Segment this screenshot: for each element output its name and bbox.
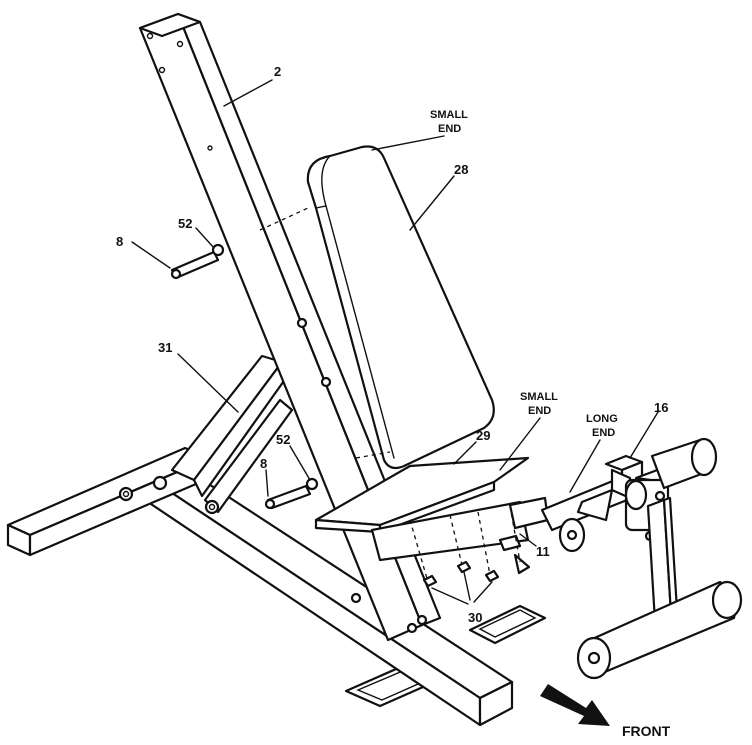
callout-29: 29 [476, 428, 490, 443]
bolt-8-upper [170, 250, 220, 280]
callout-2: 2 [274, 64, 281, 79]
back-pad-28 [306, 145, 495, 470]
lower-roller-pad [576, 580, 743, 680]
callout-52-lower: 52 [276, 432, 290, 447]
seat-bolts-30 [409, 505, 521, 605]
callout-8-lower: 8 [260, 456, 267, 471]
nut-52-upper [211, 243, 225, 257]
callout-28: 28 [454, 162, 468, 177]
leader-lines [131, 79, 659, 547]
upper-roller-pad [650, 437, 718, 490]
callout-31: 31 [158, 340, 172, 355]
nut-52-lower [305, 477, 319, 491]
small-end-note-1-line1: SMALL [430, 109, 468, 121]
callout-8-upper: 8 [116, 234, 123, 249]
back-pad-dash-lower [355, 451, 391, 459]
long-end-note-line2: END [592, 427, 615, 439]
callout-30: 30 [468, 610, 482, 625]
callout-11: 11 [536, 544, 550, 559]
front-label: FRONT [622, 723, 671, 739]
seat-pad-29 [314, 456, 530, 534]
small-end-note-2-line1: SMALL [520, 391, 558, 403]
long-end-note-line1: LONG [586, 413, 618, 425]
small-end-note-2-line2: END [528, 405, 551, 417]
small-end-note-1-line2: END [438, 123, 461, 135]
back-pad-dash-upper [259, 207, 309, 231]
upright-post-2 [138, 12, 442, 642]
callout-52-upper: 52 [178, 216, 192, 231]
front-foot-plate [468, 604, 547, 645]
bolt-8-lower [264, 484, 312, 510]
callout-16: 16 [654, 400, 668, 415]
front-direction-arrow [540, 684, 610, 726]
